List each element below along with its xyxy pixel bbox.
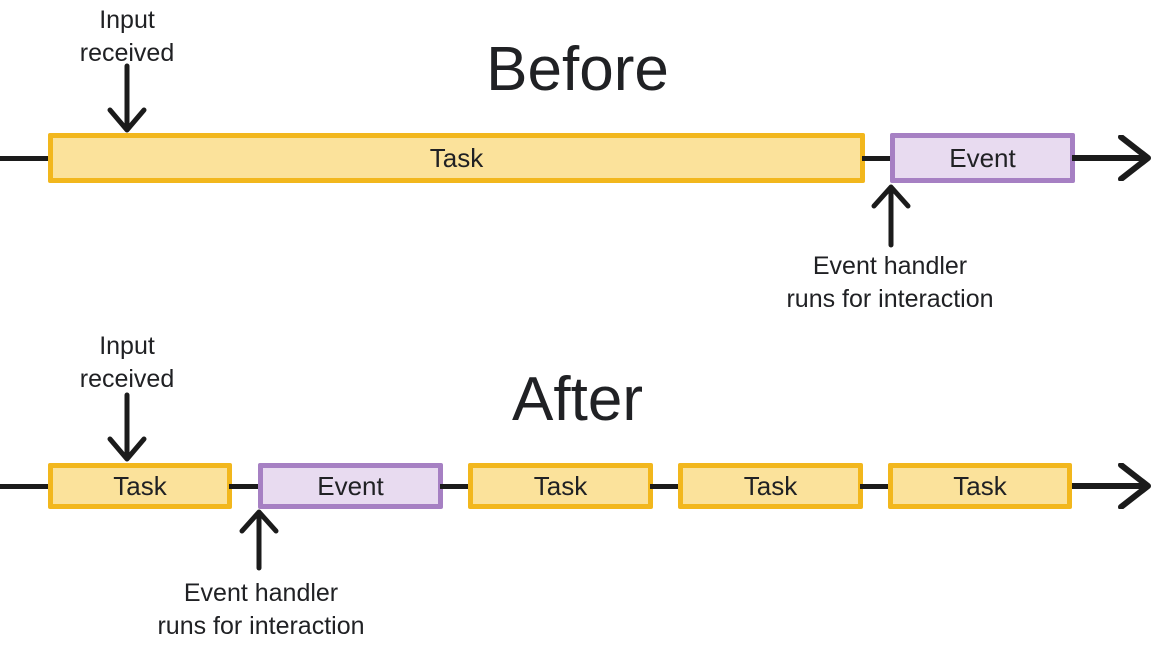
timeline-connector: [440, 483, 471, 489]
input-received-line-1: Input: [99, 332, 155, 360]
task-bar-label: Task: [113, 470, 167, 501]
task-bar-label: Task: [953, 470, 1007, 501]
input-received-line-2: received: [79, 365, 175, 393]
task-bar: Task: [48, 133, 865, 183]
event-handler-line-1: Event handler: [183, 579, 339, 607]
timeline-lead-line: [0, 483, 48, 489]
input-received-line-1: Input: [99, 6, 155, 34]
timeline-connector: [229, 483, 261, 489]
handler-arrow-up-icon: [871, 184, 911, 248]
task-bar: Task: [48, 463, 232, 509]
task-bar-label: Task: [533, 470, 588, 501]
task-bar: Task: [888, 463, 1072, 509]
input-received-line-2: received: [79, 39, 175, 67]
input-received-label: Input received: [67, 330, 187, 396]
timeline-connector: [862, 155, 893, 161]
timeline-arrowhead-icon: [1072, 135, 1151, 181]
task-bar-label: Task: [429, 142, 484, 173]
event-handler-line-2: runs for interaction: [157, 612, 365, 640]
timeline-connector: [860, 483, 891, 489]
timeline-connector: [650, 483, 681, 489]
timeline-lead-line: [0, 155, 48, 161]
before-title: Before: [486, 35, 669, 104]
input-arrow-down-icon: [107, 392, 147, 462]
event-handler-label: Event handler runs for interaction: [127, 577, 395, 643]
task-bar: Task: [468, 463, 653, 509]
task-bar-label: Task: [743, 470, 798, 501]
after-title: After: [512, 365, 643, 434]
timeline-arrowhead-icon: [1072, 463, 1151, 509]
event-handler-line-2: runs for interaction: [786, 285, 994, 313]
event-handler-line-1: Event handler: [812, 252, 968, 280]
input-arrow-down-icon: [107, 63, 147, 133]
input-received-label: Input received: [67, 4, 187, 70]
event-bar-label: Event: [317, 470, 384, 501]
event-handler-label: Event handler runs for interaction: [756, 250, 1024, 316]
event-bar: Event: [890, 133, 1075, 183]
task-bar: Task: [678, 463, 863, 509]
handler-arrow-up-icon: [239, 509, 279, 571]
event-bar: Event: [258, 463, 443, 509]
event-bar-label: Event: [949, 142, 1016, 173]
